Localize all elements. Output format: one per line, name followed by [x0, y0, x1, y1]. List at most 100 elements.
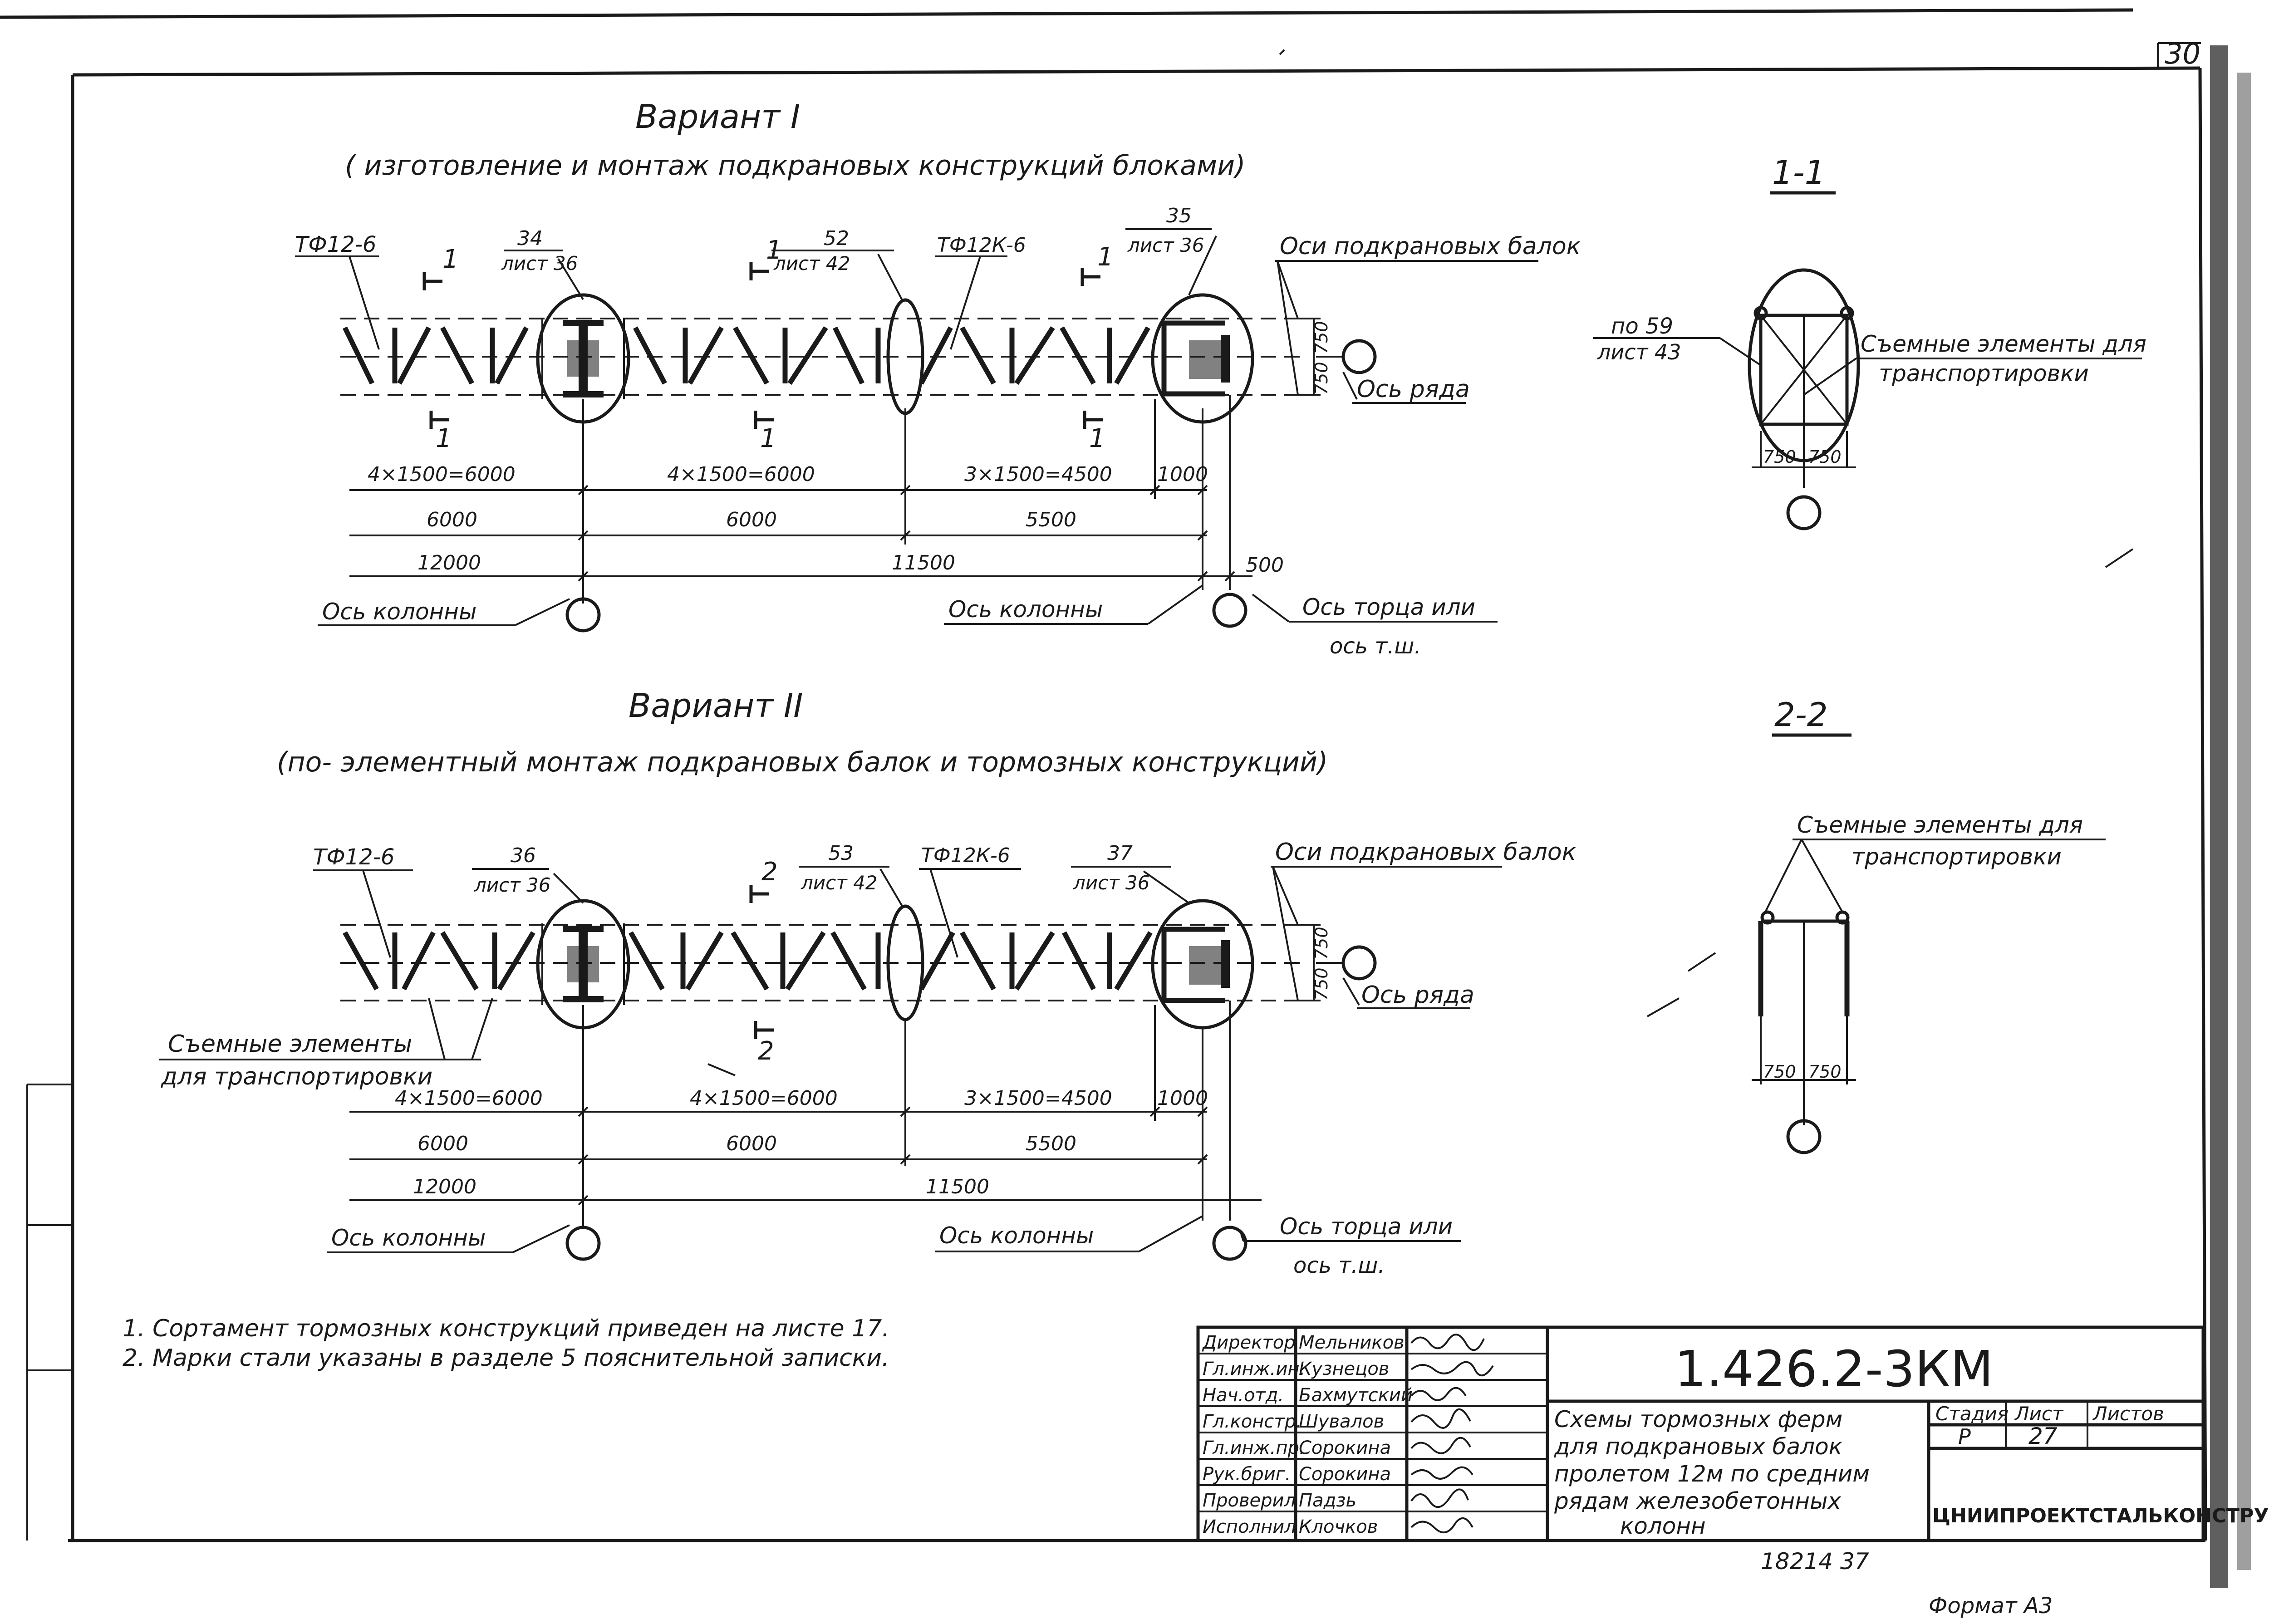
variant-1-node-a-number: 34 [517, 227, 543, 250]
stage-value: Р [1958, 1424, 1971, 1449]
variant-1-dim-750a: 750 [1311, 321, 1331, 354]
variant-2-removable-label-1: Съемные элементы [168, 1030, 412, 1058]
sheets-header: Листов [2092, 1403, 2164, 1425]
variant-2-dim-row1-a: 4×1500=6000 [395, 1087, 543, 1110]
signatory-role: Гл.инж.пр. [1203, 1438, 1305, 1458]
signatory-name: Шувалов [1299, 1411, 1384, 1432]
variant-2-dim-750a: 750 [1311, 927, 1331, 960]
variant-1-column-axis-right-label: Ось колонны [948, 596, 1103, 623]
variant-1-node-c-sheet: лист 36 [1127, 234, 1204, 256]
variant-2-node-a [536, 899, 630, 1030]
section-1-1-axis-marker [1786, 495, 1822, 530]
variant-1-column-axis-left-label: Ось колонны [322, 599, 476, 625]
title-block-signatories: Директор Мельников Гл.инж.ин. Кузнецов Н… [1202, 1332, 1413, 1537]
section-1-1-ref-num: по 59 [1611, 314, 1673, 339]
variant-2: Вариант II (по- элементный монтаж подкра… [159, 687, 1577, 1278]
organization-name: ЦНИИПРОЕКТСТАЛЬКОНСТРУКЦИЯ [1932, 1505, 2269, 1527]
variant-2-dim-row2-a: 6000 [417, 1132, 468, 1155]
variant-1-dim-row3-a: 12000 [417, 551, 481, 574]
variant-1-title: Вариант I [635, 98, 800, 136]
variant-2-end-axis-label-1: Ось торца или [1280, 1213, 1453, 1240]
variant-1-end-axis-label-2: ось т.ш. [1330, 633, 1421, 659]
variant-1-node-b-number: 52 [824, 227, 849, 250]
section-1-1-title: 1-1 [1772, 153, 1826, 191]
variant-2-row-axis-label: Ось ряда [1361, 981, 1474, 1009]
title-block: Директор Мельников Гл.инж.ин. Кузнецов Н… [1196, 1325, 2269, 1542]
variant-2-dim-row1-b: 4×1500=6000 [690, 1087, 838, 1110]
variant-1-truss [343, 326, 1150, 385]
variant-1-subtitle: ( изготовление и монтаж подкрановых конс… [345, 150, 1246, 182]
variant-1-dim-row3-b: 11500 [892, 551, 955, 574]
variant-2-node-c-sheet: лист 36 [1073, 872, 1150, 894]
signatory-role: Директор [1202, 1332, 1296, 1353]
variant-1-section-mark-4: 1 [760, 424, 776, 453]
variant-2-truss-left-label: ТФ12-6 [313, 844, 395, 870]
variant-1-section-mark-2: 1 [436, 424, 452, 453]
variant-1-dim-row2-c: 5500 [1026, 508, 1076, 531]
section-2-2-axis-marker [1786, 1119, 1822, 1154]
variant-2-column-axis-left-label: Ось колонны [331, 1225, 486, 1251]
format-label: Формат А3 [1929, 1593, 2053, 1619]
section-1-1-dim-b: 750 [1808, 447, 1842, 467]
note-1: 1. Сортамент тормозных конструкций приве… [123, 1315, 889, 1342]
signatures [1410, 1334, 1494, 1533]
section-1-1-removable-2: транспортировки [1879, 360, 2089, 387]
signatory-role: Исполнил [1203, 1516, 1296, 1537]
section-1-1-removable-1: Съемные элементы для [1861, 331, 2146, 357]
sheet-value: 27 [2028, 1423, 2058, 1449]
variant-1-dim-row3-c: 500 [1246, 554, 1284, 577]
signatory-name: Сорокина [1299, 1464, 1391, 1485]
signatory-role: Рук.бриг. [1203, 1464, 1291, 1485]
section-2-2: 2-2 Съемные элементы для транспортировки… [1752, 696, 2106, 1154]
variant-2-dimension-lines [349, 1001, 1262, 1227]
variant-2-dim-row2-c: 5500 [1026, 1132, 1076, 1155]
variant-1-node-b-sheet: лист 42 [773, 252, 850, 275]
variant-2-end-axis-label-2: ось т.ш. [1293, 1253, 1385, 1278]
variant-1-dim-row1-b: 4×1500=6000 [667, 463, 815, 486]
variant-2-node-c-number: 37 [1107, 842, 1133, 865]
section-2-2-title: 2-2 [1774, 696, 1828, 734]
variant-1-end-axis-label-1: Ось торца или [1302, 594, 1475, 620]
variant-2-node-b-sheet: лист 42 [801, 872, 878, 894]
variant-2-dim-row2-b: 6000 [726, 1132, 777, 1155]
scan-marks [707, 49, 2134, 1076]
variant-2-section-marks [749, 885, 774, 1039]
variant-2-dim-row1-c: 3×1500=4500 [964, 1087, 1112, 1110]
variant-1-column-axis-left-marker [565, 597, 601, 633]
section-1-1-dim-a: 750 [1763, 447, 1796, 467]
signatory-name: Сорокина [1299, 1438, 1391, 1458]
variant-2-column-axis-right-label: Ось колонны [939, 1222, 1094, 1249]
signatory-role: Проверил [1203, 1490, 1296, 1511]
variant-2-dim-row3-a: 12000 [413, 1175, 476, 1198]
inventory-number: 18214 37 [1761, 1548, 1869, 1575]
variant-2-truss [343, 931, 1153, 991]
variant-2-truss-mid-label: ТФ12К-6 [921, 844, 1010, 867]
signatory-name: Падзь [1299, 1490, 1356, 1511]
signatory-name: Клочков [1299, 1516, 1378, 1537]
variant-2-title: Вариант II [629, 687, 803, 725]
variant-1-dimension-lines [349, 395, 1252, 603]
sheet-header: Лист [2014, 1403, 2064, 1425]
variant-1-section-marks [422, 262, 1103, 429]
variant-1-beam-axes-label: Оси подкрановых балок [1280, 233, 1581, 260]
document-code: 1.426.2-3КМ [1675, 1340, 1994, 1398]
variant-2-removable-label-2: для транспортировки [161, 1063, 432, 1090]
signatory-role: Нач.отд. [1203, 1385, 1284, 1406]
variant-2-section-mark-bottom: 2 [758, 1036, 774, 1066]
section-1-1: 1-1 750 750 по 59 лист 43 Съемные элемен… [1593, 153, 2146, 530]
variant-2-dim-row1-d: 1000 [1157, 1087, 1208, 1110]
signatory-role: Гл.констр. [1203, 1411, 1302, 1432]
variant-1-section-mark-1: 1 [442, 245, 459, 274]
variant-1-column-axis-right-marker [1212, 593, 1247, 628]
signatory-role: Гл.инж.ин. [1203, 1359, 1305, 1379]
document-description: Схемы тормозных ферм для подкрановых бал… [1554, 1406, 1877, 1539]
variant-2-node-b-number: 53 [828, 842, 854, 865]
variant-2-section-mark-top: 2 [761, 857, 778, 887]
variant-1-dim-row1-d: 1000 [1157, 463, 1208, 486]
variant-1-dim-row1-a: 4×1500=6000 [368, 463, 516, 486]
variant-1-truss-mid-label: ТФ12К-6 [937, 234, 1026, 257]
variant-1-section-mark-6: 1 [1089, 424, 1105, 453]
variant-1-row-axis-label: Ось ряда [1357, 376, 1470, 403]
